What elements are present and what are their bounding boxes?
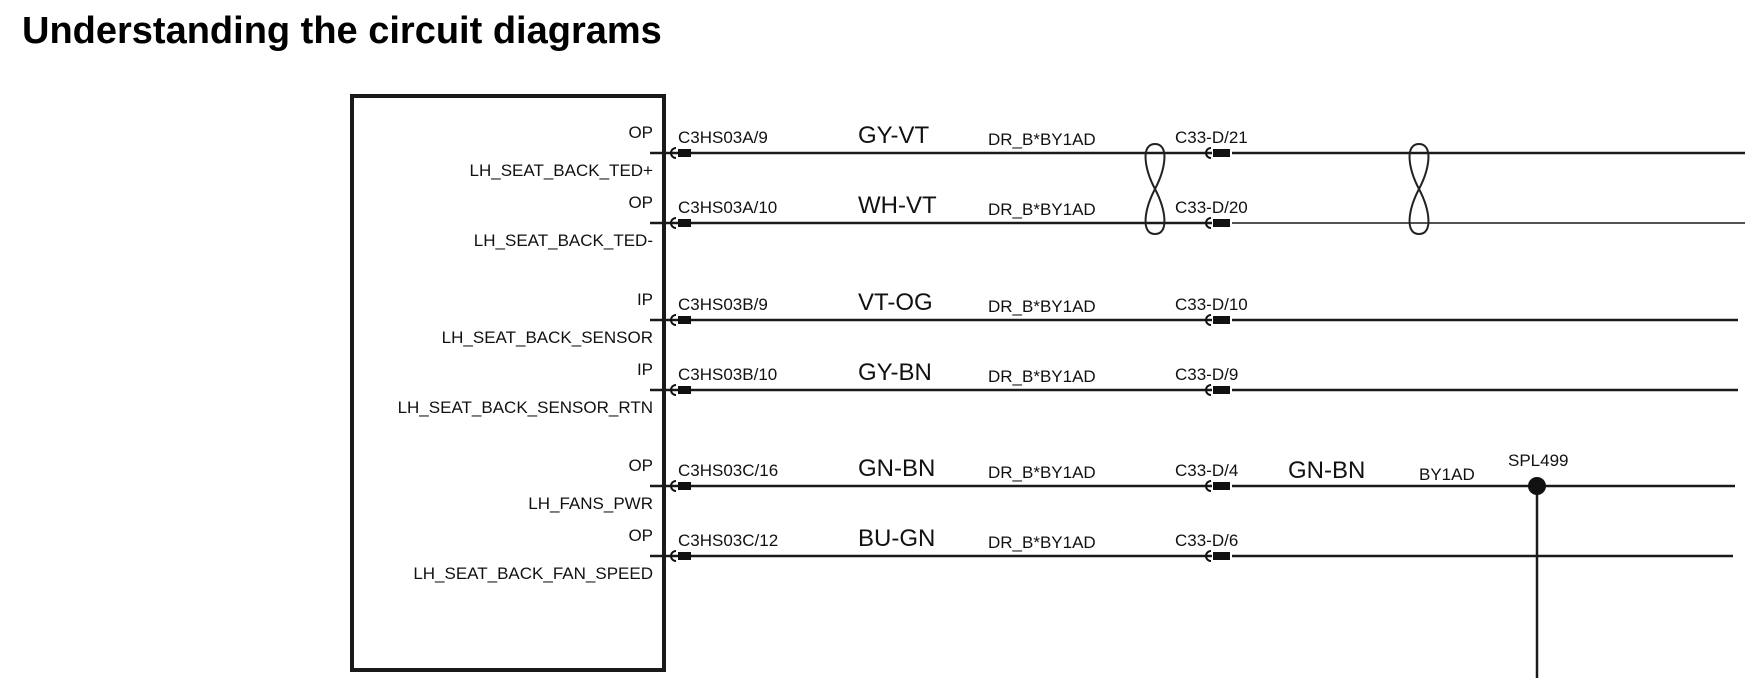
inline-connector-label: C33-D/4 xyxy=(1175,461,1238,480)
inline-connector-pin xyxy=(1213,386,1230,394)
inline-connector-pin xyxy=(1213,482,1230,490)
module-connector-label: C3HS03C/12 xyxy=(678,531,778,550)
harness-label: DR_B*BY1AD xyxy=(988,367,1096,386)
harness-label: DR_B*BY1AD xyxy=(988,463,1096,482)
module-connector-label: C3HS03B/9 xyxy=(678,295,768,314)
connector-pin xyxy=(678,316,691,324)
pin-type-label: OP xyxy=(628,193,653,212)
page-title: Understanding the circuit diagrams xyxy=(22,10,662,52)
wire-color-label: GY-VT xyxy=(858,122,929,149)
connector-pin xyxy=(678,219,691,227)
inline-connector-pin xyxy=(1213,149,1230,157)
connector-pin-socket xyxy=(670,217,677,229)
connector-pin-socket xyxy=(670,550,677,562)
signal-name-label: LH_SEAT_BACK_SENSOR_RTN xyxy=(398,398,653,417)
splice-dot xyxy=(1528,477,1546,495)
inline-connector-socket xyxy=(1205,147,1212,159)
signal-name-label: LH_SEAT_BACK_FAN_SPEED xyxy=(413,564,653,583)
signal-name-label: LH_SEAT_BACK_TED+ xyxy=(470,161,654,180)
inline-connector-socket xyxy=(1205,314,1212,326)
extension-harness: BY1AD xyxy=(1419,465,1475,484)
extension-wire-color: GN-BN xyxy=(1288,457,1365,484)
inline-connector-pin xyxy=(1213,219,1230,227)
harness-label: DR_B*BY1AD xyxy=(988,297,1096,316)
connector-pin-socket xyxy=(670,314,677,326)
harness-label: DR_B*BY1AD xyxy=(988,533,1096,552)
module-connector-label: C3HS03B/10 xyxy=(678,365,777,384)
pin-type-label: OP xyxy=(628,526,653,545)
pin-type-label: OP xyxy=(628,123,653,142)
connector-pin xyxy=(678,482,691,490)
pin-type-label: IP xyxy=(637,290,653,309)
connector-pin-socket xyxy=(670,147,677,159)
pin-type-label: IP xyxy=(637,360,653,379)
harness-label: DR_B*BY1AD xyxy=(988,200,1096,219)
twisted-pair-symbol xyxy=(1408,142,1430,236)
signal-name-label: LH_SEAT_BACK_SENSOR xyxy=(442,328,653,347)
connector-pin xyxy=(678,552,691,560)
connector-pin-socket xyxy=(670,384,677,396)
inline-connector-label: C33-D/6 xyxy=(1175,531,1238,550)
module-connector-label: C3HS03A/9 xyxy=(678,128,768,147)
signal-name-label: LH_SEAT_BACK_TED- xyxy=(474,231,653,250)
inline-connector-label: C33-D/20 xyxy=(1175,198,1248,217)
twisted-pair-symbol xyxy=(1144,142,1166,236)
connector-pin xyxy=(678,386,691,394)
splice-label: SPL499 xyxy=(1508,451,1569,470)
harness-label: DR_B*BY1AD xyxy=(988,130,1096,149)
wire-color-label: GN-BN xyxy=(858,455,935,482)
inline-connector-pin xyxy=(1213,552,1230,560)
signal-name-label: LH_FANS_PWR xyxy=(528,494,653,513)
inline-connector-pin xyxy=(1213,316,1230,324)
wire-color-label: VT-OG xyxy=(858,289,933,316)
module-connector-label: C3HS03A/10 xyxy=(678,198,777,217)
inline-connector-label: C33-D/9 xyxy=(1175,365,1238,384)
inline-connector-label: C33-D/21 xyxy=(1175,128,1248,147)
module-connector-label: C3HS03C/16 xyxy=(678,461,778,480)
inline-connector-socket xyxy=(1205,480,1212,492)
module-box xyxy=(350,94,666,672)
pin-type-label: OP xyxy=(628,456,653,475)
inline-connector-socket xyxy=(1205,550,1212,562)
wire-color-label: BU-GN xyxy=(858,525,935,552)
inline-connector-label: C33-D/10 xyxy=(1175,295,1248,314)
connector-pin-socket xyxy=(670,480,677,492)
inline-connector-socket xyxy=(1205,217,1212,229)
wire-color-label: WH-VT xyxy=(858,192,937,219)
inline-connector-socket xyxy=(1205,384,1212,396)
wire-color-label: GY-BN xyxy=(858,359,932,386)
connector-pin xyxy=(678,149,691,157)
